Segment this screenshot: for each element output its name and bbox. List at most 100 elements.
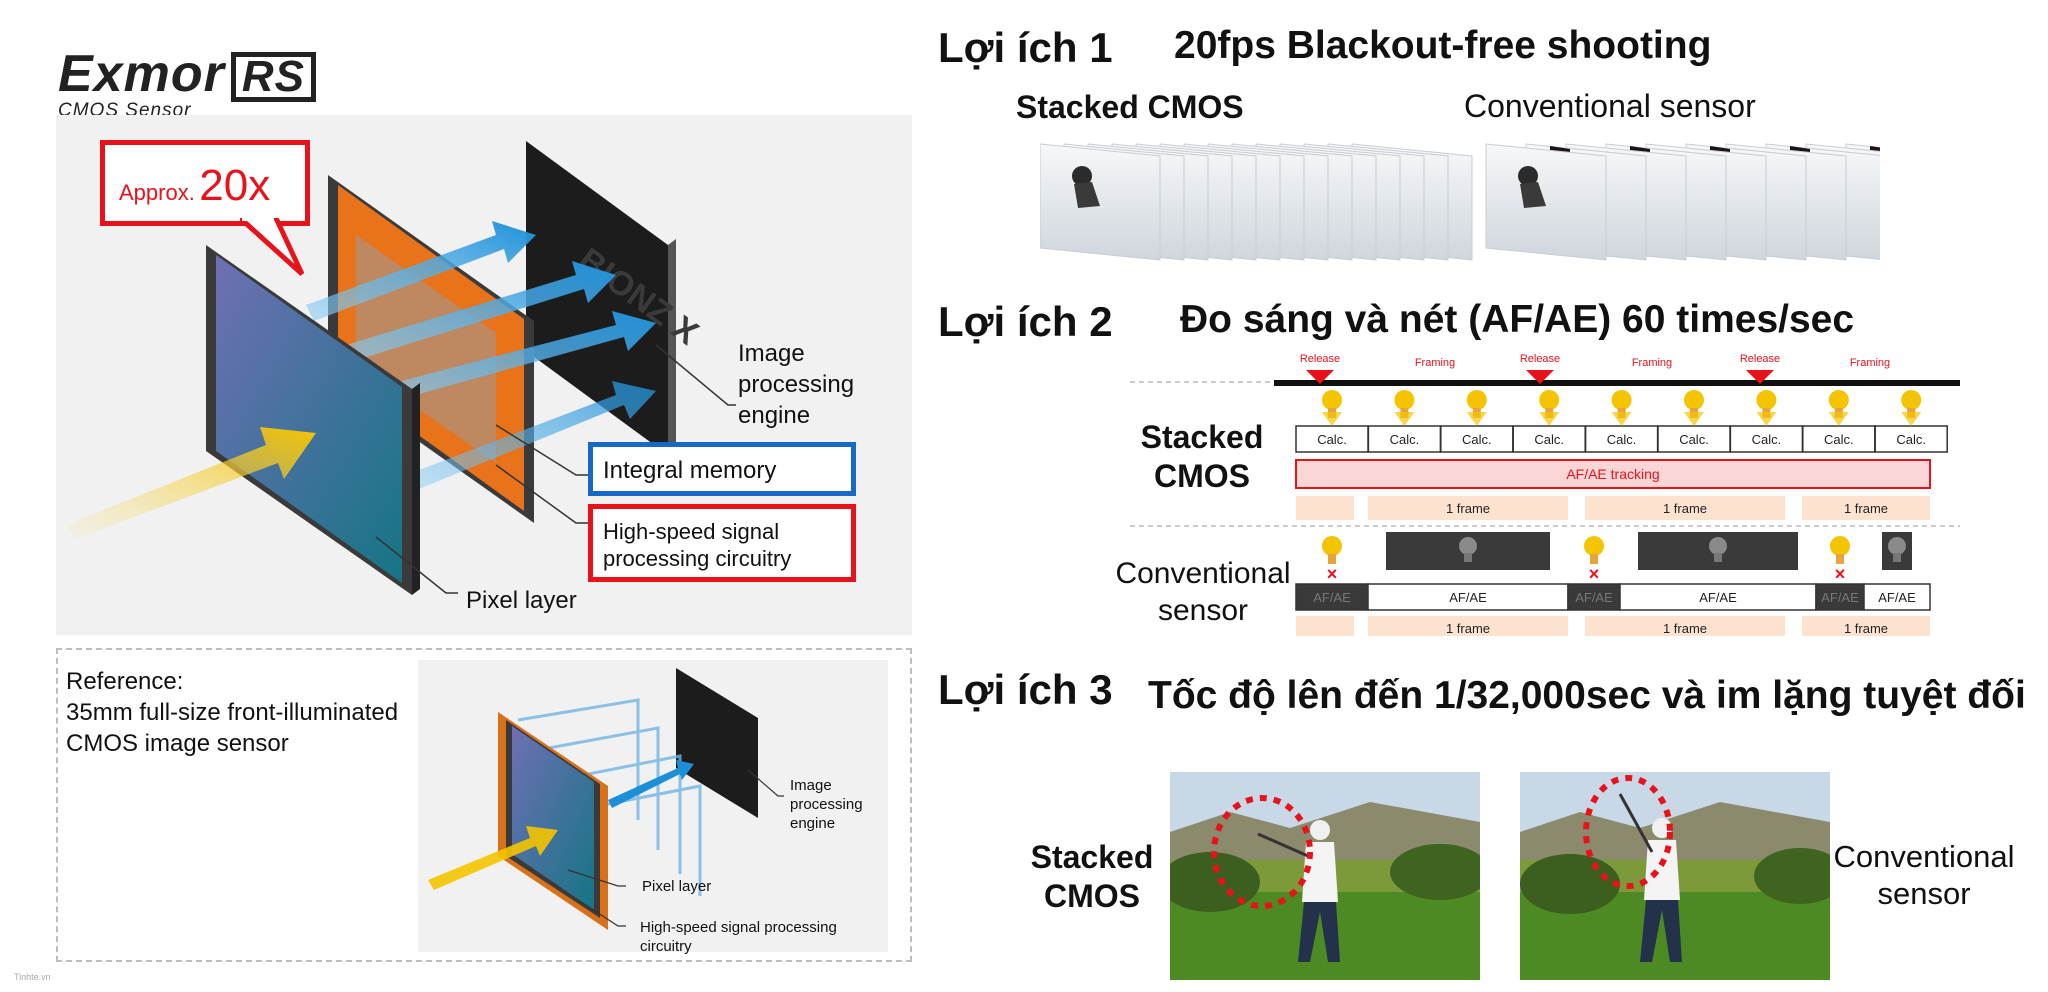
conventional-frame-row: 1 frame 1 frame 1 frame — [1296, 616, 1930, 636]
bulb-icon — [1828, 390, 1849, 410]
bulb-icon — [1466, 390, 1487, 410]
afae-label: AF/AE — [1575, 590, 1613, 605]
stacked-frames — [1040, 143, 1473, 261]
golfer-photo-stacked — [1170, 772, 1480, 980]
framing-label: Framing — [1850, 357, 1890, 369]
bulb-icon — [1394, 390, 1415, 410]
afae-label: AF/AE — [1313, 590, 1351, 605]
bulb-icon — [1901, 390, 1922, 410]
bulb-icon — [1539, 390, 1560, 410]
calc-label: Calc. — [1534, 432, 1564, 447]
approx-20x-callout: Approx. 20x — [100, 140, 310, 226]
frame-block — [1368, 496, 1568, 520]
x-mark-icon: × — [1327, 564, 1338, 584]
frame-block — [1585, 496, 1785, 520]
ref-leader-lines — [567, 769, 784, 927]
callout-prefix: Approx. — [119, 180, 195, 205]
golfer-conventional-scene — [1520, 772, 1830, 980]
calc-row: Calc.Calc.Calc.Calc.Calc.Calc.Calc.Calc.… — [1295, 390, 1948, 453]
afae-label: AF/AE — [1699, 590, 1737, 605]
frame-block — [1296, 616, 1354, 636]
reference-illustration-bg — [418, 660, 888, 952]
afae-label: AF/AE — [1449, 590, 1487, 605]
bulb-on-icon — [1830, 536, 1850, 556]
golfer-stacked-scene — [1170, 772, 1480, 980]
stacked-frame — [1040, 143, 1161, 261]
benefit2-tag: Lợi ích 2 — [938, 298, 1113, 345]
stacked-sensor-illustration: BIONZ X — [66, 141, 736, 595]
golfer-photo-conventional — [1520, 772, 1830, 980]
reference-text: Reference: 35mm full-size front-illumina… — [66, 668, 399, 757]
calc-label: Calc. — [1607, 432, 1637, 447]
release-label: Release — [1300, 353, 1340, 365]
framing-label: Framing — [1632, 357, 1672, 369]
pixel-layer-chip — [206, 245, 420, 595]
benefit3-title: Tốc độ lên đến 1/32,000sec và im lặng tu… — [1148, 674, 2026, 717]
engine-label: Image processing engine — [738, 340, 855, 429]
x-mark-icon: × — [1589, 564, 1600, 584]
ref-engine-label: Image processing engine — [790, 777, 863, 832]
leader-lines — [375, 344, 736, 594]
frame-block — [1296, 496, 1354, 520]
bulb-off-icon — [1888, 537, 1906, 555]
bulb-on-icon — [1322, 536, 1342, 556]
conventional-frame — [1485, 143, 1607, 261]
bulb-off-icon — [1709, 537, 1727, 555]
memory-layer — [328, 175, 534, 523]
benefit1-stacked-label: Stacked CMOS — [1016, 89, 1244, 125]
logo-brand: Exmor — [58, 45, 225, 103]
release-marker — [1746, 370, 1774, 384]
calc-cell — [1802, 425, 1876, 453]
frame-sequence-illustration — [1040, 143, 1880, 261]
reference-panel — [56, 648, 912, 962]
timeline-bar — [1274, 380, 1960, 386]
benefit3-conventional-label: Conventional sensor — [1833, 839, 2015, 911]
ref-engine-chip — [676, 668, 758, 818]
bulb-icon — [1756, 390, 1777, 410]
ref-pixel-chip — [498, 712, 608, 930]
calc-cell — [1512, 425, 1586, 453]
benefit1-tag: Lợi ích 1 — [938, 24, 1113, 71]
tracking-bar — [1295, 459, 1931, 489]
light-arrow — [66, 427, 316, 539]
frame-label: 1 frame — [1663, 621, 1707, 636]
bulb-icon — [1322, 390, 1342, 410]
ref-pixel-label: Pixel layer — [642, 878, 712, 895]
ref-blue-lines — [517, 698, 702, 896]
release-label: Release — [1520, 353, 1560, 365]
frame-label: 1 frame — [1844, 621, 1888, 636]
callout-tail — [240, 218, 305, 276]
frame-label: 1 frame — [1663, 501, 1707, 516]
calc-cell — [1584, 425, 1659, 453]
benefit3-stacked-label: Stacked CMOS — [1030, 839, 1154, 914]
calc-label: Calc. — [1390, 432, 1420, 447]
conventional-frames — [1485, 143, 1880, 261]
credit: Tinhte.vn — [14, 972, 51, 982]
calc-cell — [1440, 425, 1514, 453]
benefit2-stacked-label: Stacked CMOS — [1140, 419, 1264, 494]
frame-block — [1585, 616, 1785, 636]
integral-memory-label: Integral memory — [603, 457, 777, 484]
frame-label: 1 frame — [1446, 501, 1490, 516]
afae-cell — [1815, 583, 1865, 611]
afae-cell — [1295, 583, 1369, 611]
calc-label: Calc. — [1462, 432, 1492, 447]
benefit3-tag: Lợi ích 3 — [938, 666, 1113, 713]
frame-block — [1368, 616, 1568, 636]
integral-memory-box: Integral memory — [588, 442, 856, 496]
logo-rs: RS — [230, 52, 316, 102]
release-label: Release — [1740, 353, 1780, 365]
frame-label: 1 frame — [1844, 501, 1888, 516]
release-marker — [1526, 370, 1554, 384]
bulb-icon — [1611, 390, 1632, 410]
frame-label: 1 frame — [1446, 621, 1490, 636]
frame-block — [1802, 496, 1930, 520]
benefit2-conventional-label: Conventional sensor — [1115, 557, 1291, 627]
callout-value: 20x — [199, 161, 271, 210]
bulb-icon — [1684, 390, 1704, 410]
stacked-frame-row: 1 frame 1 frame 1 frame — [1296, 496, 1930, 520]
bulb-on-icon — [1584, 536, 1604, 556]
